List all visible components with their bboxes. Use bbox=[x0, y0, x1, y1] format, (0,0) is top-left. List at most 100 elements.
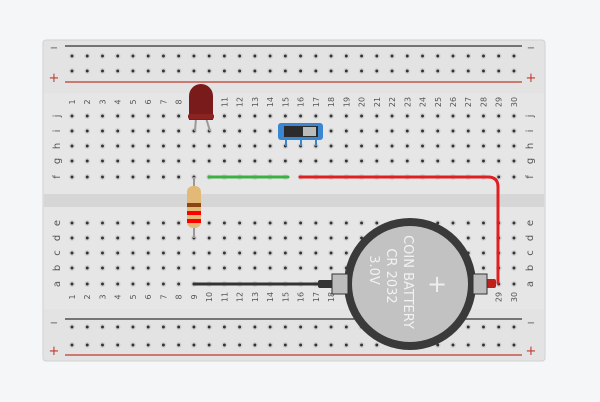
hole[interactable] bbox=[389, 128, 395, 134]
hole[interactable] bbox=[251, 265, 258, 271]
hole[interactable] bbox=[99, 128, 106, 134]
hole[interactable] bbox=[282, 235, 289, 241]
hole[interactable] bbox=[267, 342, 274, 348]
coin-battery[interactable]: COIN BATTERY CR 2032 3.0V + bbox=[318, 218, 496, 350]
hole[interactable] bbox=[358, 113, 365, 119]
hole[interactable] bbox=[511, 128, 517, 134]
hole[interactable] bbox=[267, 53, 274, 59]
hole[interactable] bbox=[450, 342, 456, 348]
hole[interactable] bbox=[99, 158, 106, 164]
hole[interactable] bbox=[343, 128, 350, 134]
hole[interactable] bbox=[160, 158, 167, 164]
hole[interactable] bbox=[312, 342, 319, 348]
hole[interactable] bbox=[297, 113, 304, 119]
hole[interactable] bbox=[328, 324, 335, 330]
hole[interactable] bbox=[114, 128, 121, 134]
hole[interactable] bbox=[450, 53, 456, 59]
hole[interactable] bbox=[190, 342, 197, 348]
hole[interactable] bbox=[511, 68, 517, 74]
hole[interactable] bbox=[511, 342, 517, 348]
hole[interactable] bbox=[343, 220, 350, 226]
hole[interactable] bbox=[465, 113, 472, 119]
hole[interactable] bbox=[84, 128, 91, 134]
hole[interactable] bbox=[450, 68, 456, 74]
hole[interactable] bbox=[221, 158, 228, 164]
hole[interactable] bbox=[312, 113, 319, 119]
hole[interactable] bbox=[114, 220, 121, 226]
hole[interactable] bbox=[358, 158, 365, 164]
hole[interactable] bbox=[69, 113, 75, 119]
hole[interactable] bbox=[145, 143, 152, 149]
hole[interactable] bbox=[84, 250, 91, 256]
hole[interactable] bbox=[190, 53, 197, 59]
hole[interactable] bbox=[84, 324, 91, 330]
hole[interactable] bbox=[373, 158, 380, 164]
hole[interactable] bbox=[160, 324, 167, 330]
hole[interactable] bbox=[221, 128, 228, 134]
hole[interactable] bbox=[114, 113, 121, 119]
hole[interactable] bbox=[99, 68, 106, 74]
hole[interactable] bbox=[114, 174, 121, 180]
hole[interactable] bbox=[99, 220, 106, 226]
hole[interactable] bbox=[206, 324, 213, 330]
hole[interactable] bbox=[69, 281, 75, 287]
hole[interactable] bbox=[282, 342, 289, 348]
hole[interactable] bbox=[480, 143, 487, 149]
hole[interactable] bbox=[343, 158, 350, 164]
hole[interactable] bbox=[297, 158, 304, 164]
hole[interactable] bbox=[511, 158, 517, 164]
hole[interactable] bbox=[434, 128, 441, 134]
hole[interactable] bbox=[221, 53, 228, 59]
hole[interactable] bbox=[373, 113, 380, 119]
hole[interactable] bbox=[69, 235, 75, 241]
hole[interactable] bbox=[450, 128, 456, 134]
hole[interactable] bbox=[373, 53, 380, 59]
hole[interactable] bbox=[343, 324, 350, 330]
hole[interactable] bbox=[84, 342, 91, 348]
hole[interactable] bbox=[328, 235, 335, 241]
hole[interactable] bbox=[145, 128, 152, 134]
hole[interactable] bbox=[236, 68, 243, 74]
hole[interactable] bbox=[84, 53, 91, 59]
hole[interactable] bbox=[434, 158, 441, 164]
hole[interactable] bbox=[236, 128, 243, 134]
hole[interactable] bbox=[282, 53, 289, 59]
hole[interactable] bbox=[297, 68, 304, 74]
hole[interactable] bbox=[175, 128, 182, 134]
hole[interactable] bbox=[190, 250, 197, 256]
hole[interactable] bbox=[160, 143, 167, 149]
hole[interactable] bbox=[114, 53, 121, 59]
hole[interactable] bbox=[84, 220, 91, 226]
hole[interactable] bbox=[434, 113, 441, 119]
hole[interactable] bbox=[358, 128, 365, 134]
hole[interactable] bbox=[495, 174, 502, 180]
hole[interactable] bbox=[419, 68, 426, 74]
hole[interactable] bbox=[175, 143, 182, 149]
hole[interactable] bbox=[175, 158, 182, 164]
hole[interactable] bbox=[358, 68, 365, 74]
hole[interactable] bbox=[236, 265, 243, 271]
hole[interactable] bbox=[450, 113, 456, 119]
hole[interactable] bbox=[419, 113, 426, 119]
hole[interactable] bbox=[267, 158, 274, 164]
hole[interactable] bbox=[312, 53, 319, 59]
hole[interactable] bbox=[328, 220, 335, 226]
hole[interactable] bbox=[389, 158, 395, 164]
hole[interactable] bbox=[465, 342, 472, 348]
hole[interactable] bbox=[175, 113, 182, 119]
hole[interactable] bbox=[206, 158, 213, 164]
hole[interactable] bbox=[236, 235, 243, 241]
hole[interactable] bbox=[160, 53, 167, 59]
hole[interactable] bbox=[480, 113, 487, 119]
hole[interactable] bbox=[480, 342, 487, 348]
hole[interactable] bbox=[267, 113, 274, 119]
hole[interactable] bbox=[480, 324, 487, 330]
hole[interactable] bbox=[328, 53, 335, 59]
hole[interactable] bbox=[343, 53, 350, 59]
hole[interactable] bbox=[358, 143, 365, 149]
hole[interactable] bbox=[480, 220, 487, 226]
hole[interactable] bbox=[251, 324, 258, 330]
hole[interactable] bbox=[404, 143, 411, 149]
hole[interactable] bbox=[236, 342, 243, 348]
hole[interactable] bbox=[282, 220, 289, 226]
